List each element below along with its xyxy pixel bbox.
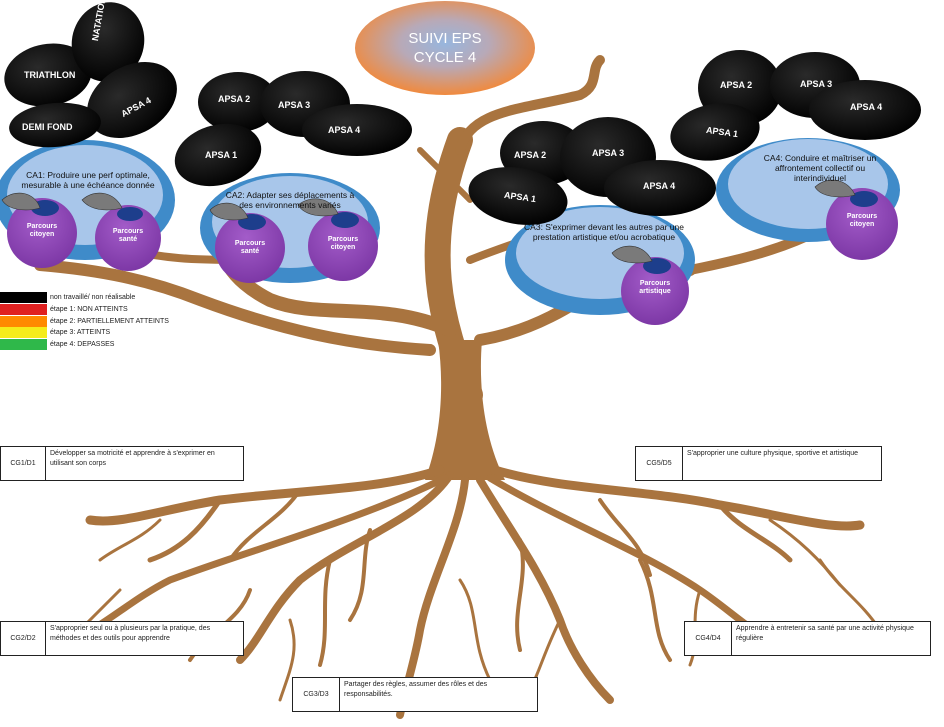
legend-swatch xyxy=(0,304,47,315)
ca1-leaf-4: DEMI FOND xyxy=(22,122,73,132)
ca1-fruit-1: Parcours citoyen xyxy=(26,223,58,238)
ca2-leaf-1: APSA 2 xyxy=(218,94,251,104)
ca2-leaf-4: APSA 1 xyxy=(205,150,238,160)
cg4-box: CG4/D4 Apprendre à entretenir sa santé p… xyxy=(684,621,931,656)
ca2-fruit-2: Parcours citoyen xyxy=(327,236,359,251)
ca4-fruit-1: Parcours citoyen xyxy=(846,213,878,228)
ca4-leaf-2: APSA 3 xyxy=(800,79,833,89)
ca3-fruit-1: Parcours artistique xyxy=(639,280,671,295)
cg3-box: CG3/D3 Partager des règles, assumer des … xyxy=(292,677,538,712)
ca1-text: CA1: Produire une perf optimale, mesurab… xyxy=(21,170,155,190)
ca2-fruit-1: Parcours santé xyxy=(234,240,266,255)
ca4-leaf-1: APSA 2 xyxy=(720,80,753,90)
cg4-text: Apprendre à entretenir sa santé par une … xyxy=(736,625,914,642)
cg2-box: CG2/D2 S'approprier seul ou à plusieurs … xyxy=(0,621,244,656)
ca4-text: CA4: Conduire et maîtriser un affronteme… xyxy=(763,153,877,183)
leaves-ca1 xyxy=(4,2,177,148)
cg5-text: S'approprier une culture physique, sport… xyxy=(687,450,858,457)
ca4-leaf-3: APSA 4 xyxy=(850,102,883,112)
legend-row: non travaillé/ non réalisable xyxy=(0,292,135,303)
cg1-code: CG1/D1 xyxy=(1,447,46,480)
cg2-text: S'approprier seul ou à plusieurs par la … xyxy=(50,625,211,642)
trunk xyxy=(425,340,505,480)
cg5-code: CG5/D5 xyxy=(636,447,683,480)
cg1-text: Développer sa motricité et apprendre à s… xyxy=(50,450,215,467)
roots xyxy=(58,465,882,719)
leaves-ca2 xyxy=(174,71,412,187)
title: SUIVI EPS CYCLE 4 xyxy=(355,0,535,96)
leaves-ca4 xyxy=(670,50,921,161)
legend-label: non travaillé/ non réalisable xyxy=(50,294,136,301)
legend-swatch xyxy=(0,327,47,338)
ca2-text: CA2: Adapter ses déplacements à des envi… xyxy=(225,190,355,210)
cg2-code: CG2/D2 xyxy=(1,622,46,655)
legend-label: étape 3: ATTEINTS xyxy=(50,329,111,336)
ca2-leaf-3: APSA 4 xyxy=(328,125,361,135)
fruits xyxy=(1,179,898,325)
cg4-code: CG4/D4 xyxy=(685,622,732,655)
ca3-leaf-2: APSA 3 xyxy=(592,148,625,158)
ca2-leaf-2: APSA 3 xyxy=(278,100,311,110)
legend-label: étape 1: NON ATTEINTS xyxy=(50,306,128,313)
legend-row: étape 2: PARTIELLEMENT ATTEINTS xyxy=(0,316,169,327)
legend-row: étape 1: NON ATTEINTS xyxy=(0,304,128,315)
legend-label: étape 2: PARTIELLEMENT ATTEINTS xyxy=(50,318,169,325)
legend-swatch xyxy=(0,316,47,327)
ca1-leaf-1: TRIATHLON xyxy=(24,70,76,80)
legend-row: étape 4: DEPASSES xyxy=(0,339,114,350)
cg5-box: CG5/D5 S'approprier une culture physique… xyxy=(635,446,882,481)
ca3-text: CA3: S'exprimer devant les autres par un… xyxy=(524,222,684,242)
ca1-fruit-2: Parcours santé xyxy=(112,228,144,243)
title-line-1: SUIVI EPS xyxy=(408,30,482,47)
legend-label: étape 4: DEPASSES xyxy=(50,341,115,348)
leaves-ca3 xyxy=(468,117,716,225)
ca3-leaf-3: APSA 4 xyxy=(643,181,676,191)
cg3-code: CG3/D3 xyxy=(293,678,340,711)
legend-swatch xyxy=(0,292,47,303)
cg1-box: CG1/D1 Développer sa motricité et appren… xyxy=(0,446,244,481)
ca3-leaf-1: APSA 2 xyxy=(514,150,547,160)
legend-swatch xyxy=(0,339,47,350)
legend-row: étape 3: ATTEINTS xyxy=(0,327,110,338)
title-line-2: CYCLE 4 xyxy=(413,49,477,66)
cg3-text: Partager des règles, assumer des rôles e… xyxy=(344,681,488,698)
